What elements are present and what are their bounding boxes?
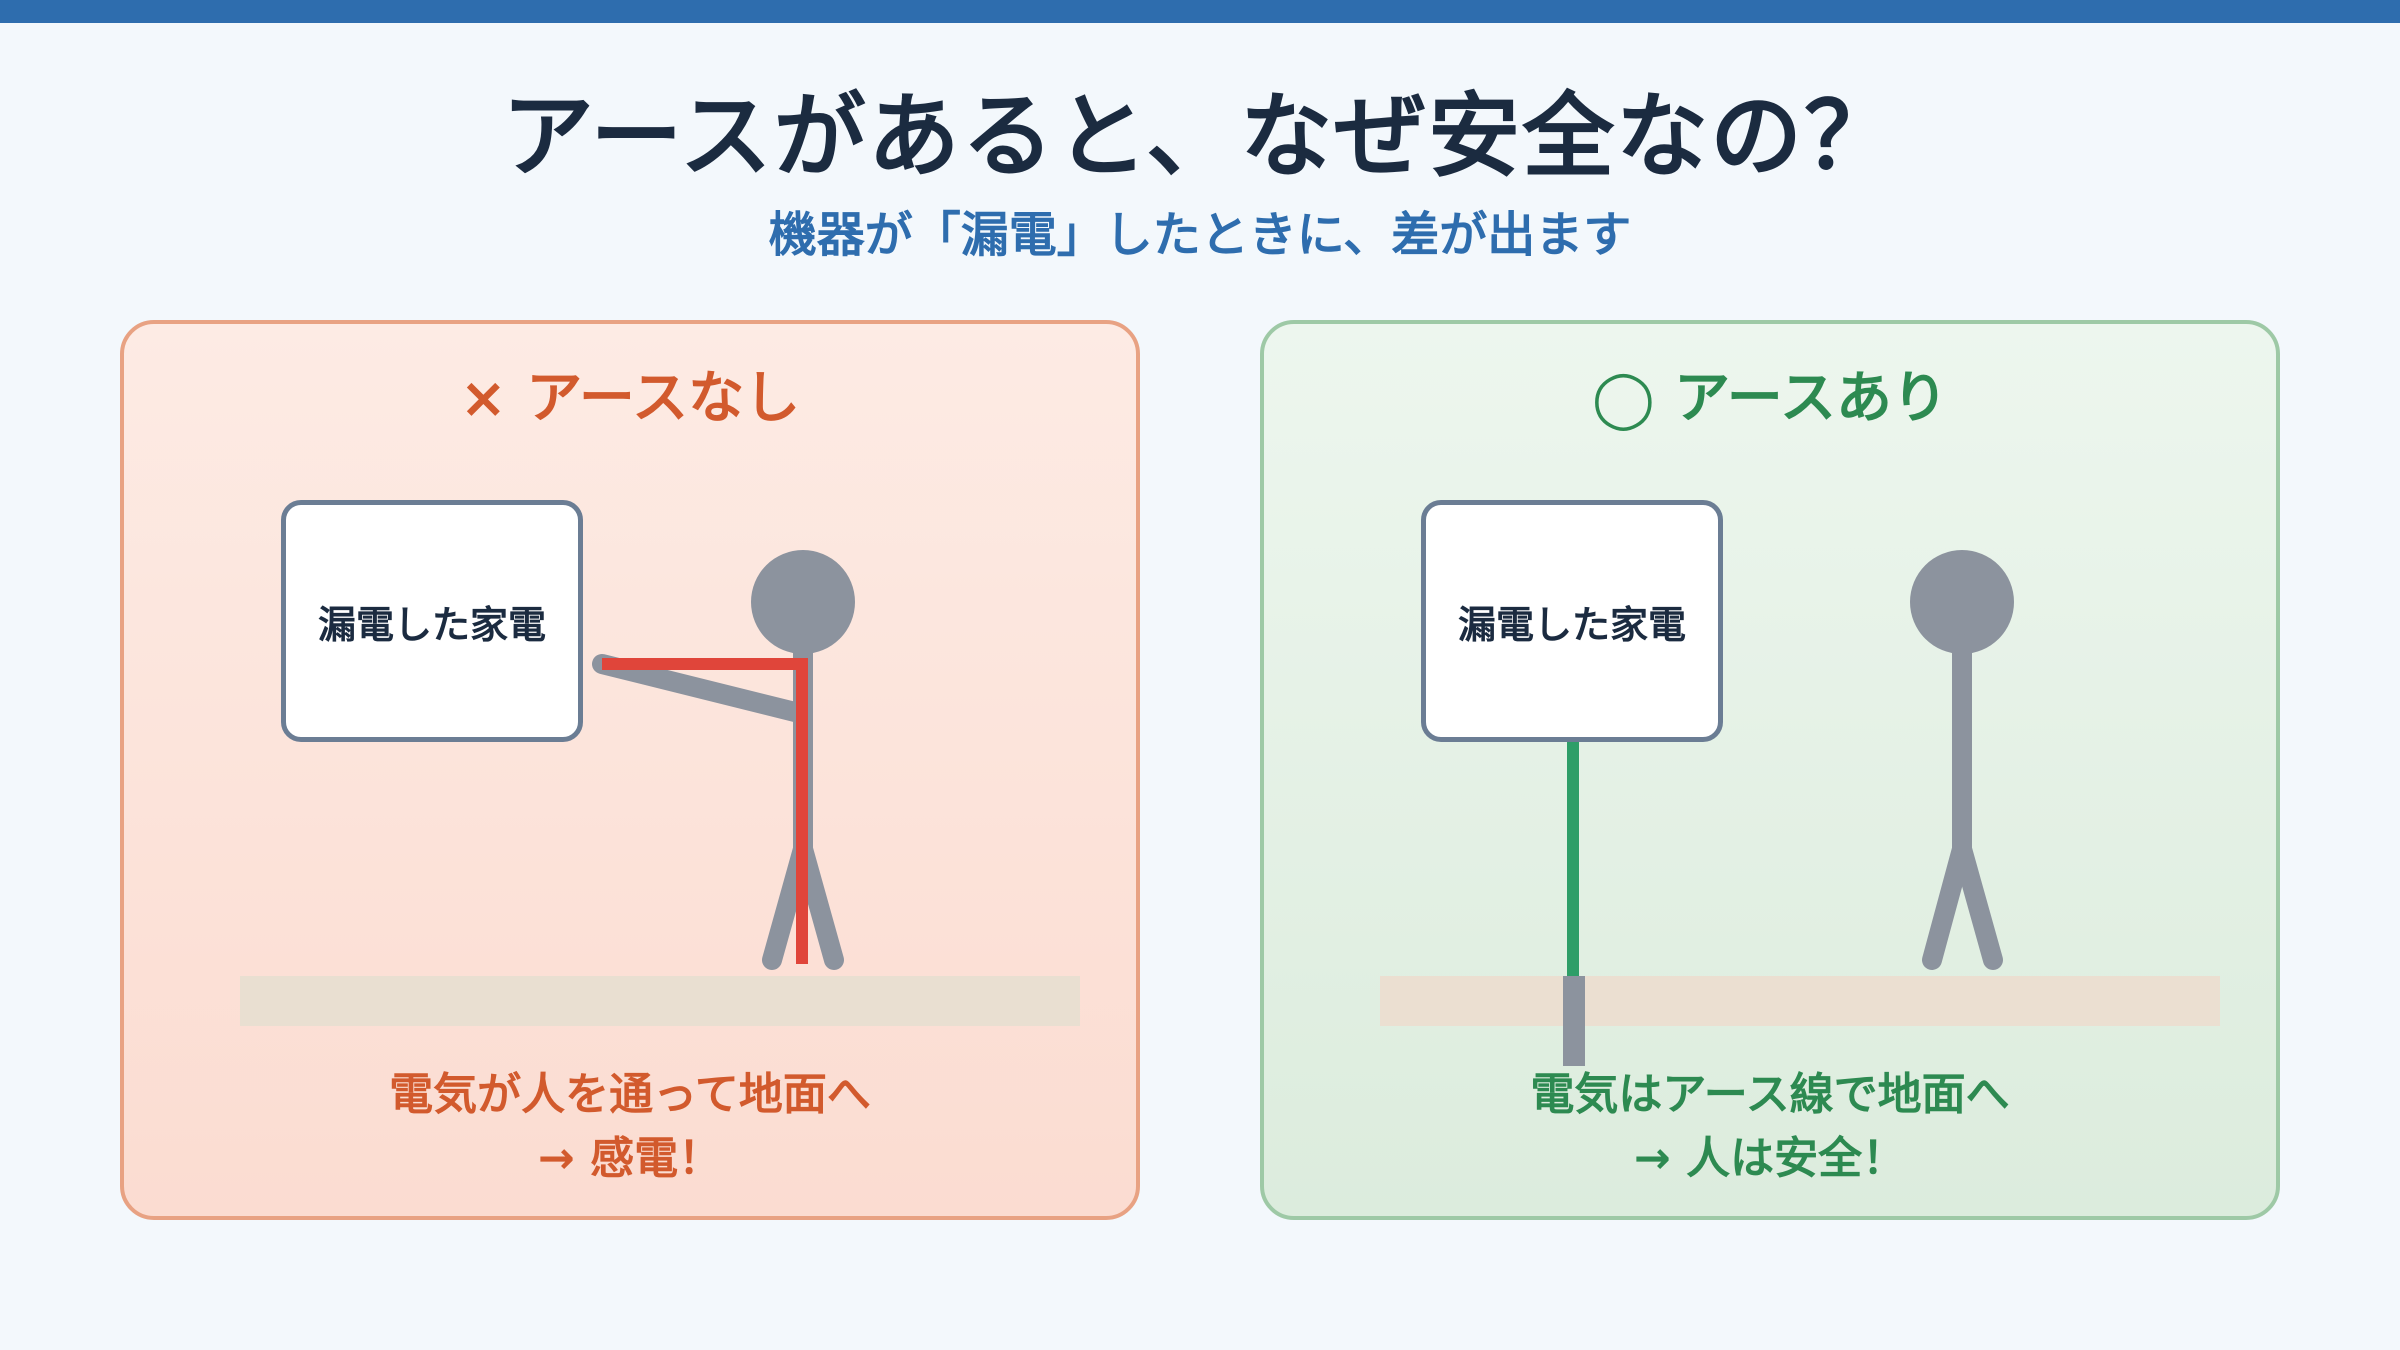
panel-without-ground: × アースなし 漏電した家電 電気が人を通って地面へ → 感電！ bbox=[120, 320, 1140, 1220]
person-arm bbox=[592, 654, 813, 724]
ground-strip bbox=[1380, 976, 2220, 1026]
person-right-leg bbox=[793, 839, 844, 970]
person-figure bbox=[1910, 550, 2014, 970]
earth-rod bbox=[1563, 976, 1585, 1066]
caption-current-through-person: 電気が人を通って地面へ bbox=[389, 1069, 871, 1120]
person-head bbox=[1910, 550, 2014, 654]
leaking-appliance: 漏電した家電 bbox=[1421, 500, 1723, 742]
ground-strip bbox=[240, 976, 1080, 1026]
top-accent-bar bbox=[0, 0, 2400, 23]
page-subtitle: 機器が「漏電」したときに、差が出ます bbox=[768, 207, 1632, 263]
current-path bbox=[602, 658, 808, 964]
safe-illustration bbox=[1563, 550, 2014, 1066]
panel-heading-with-ground: ◯ アースあり bbox=[1591, 366, 1948, 431]
caption-current-through-earth-wire: 電気はアース線で地面へ bbox=[1530, 1069, 2010, 1120]
panel-heading-without-ground: × アースなし bbox=[459, 366, 801, 431]
panel-with-ground: ◯ アースあり 漏電した家電 電気はアース線で地面へ → 人は安全！ bbox=[1260, 320, 2280, 1220]
page-title: アースがあると、なぜ安全なの？ bbox=[501, 83, 1899, 190]
person-head bbox=[751, 550, 855, 654]
caption-person-safe: → 人は安全！ bbox=[1633, 1133, 1907, 1184]
person-right-leg bbox=[1952, 839, 2003, 970]
appliance-label: 漏電した家電 bbox=[317, 602, 546, 647]
appliance-label: 漏電した家電 bbox=[1457, 602, 1686, 647]
caption-shock: → 感電！ bbox=[537, 1133, 723, 1184]
shock-illustration bbox=[592, 550, 855, 970]
person-figure bbox=[592, 550, 855, 970]
leaking-appliance: 漏電した家電 bbox=[281, 500, 583, 742]
